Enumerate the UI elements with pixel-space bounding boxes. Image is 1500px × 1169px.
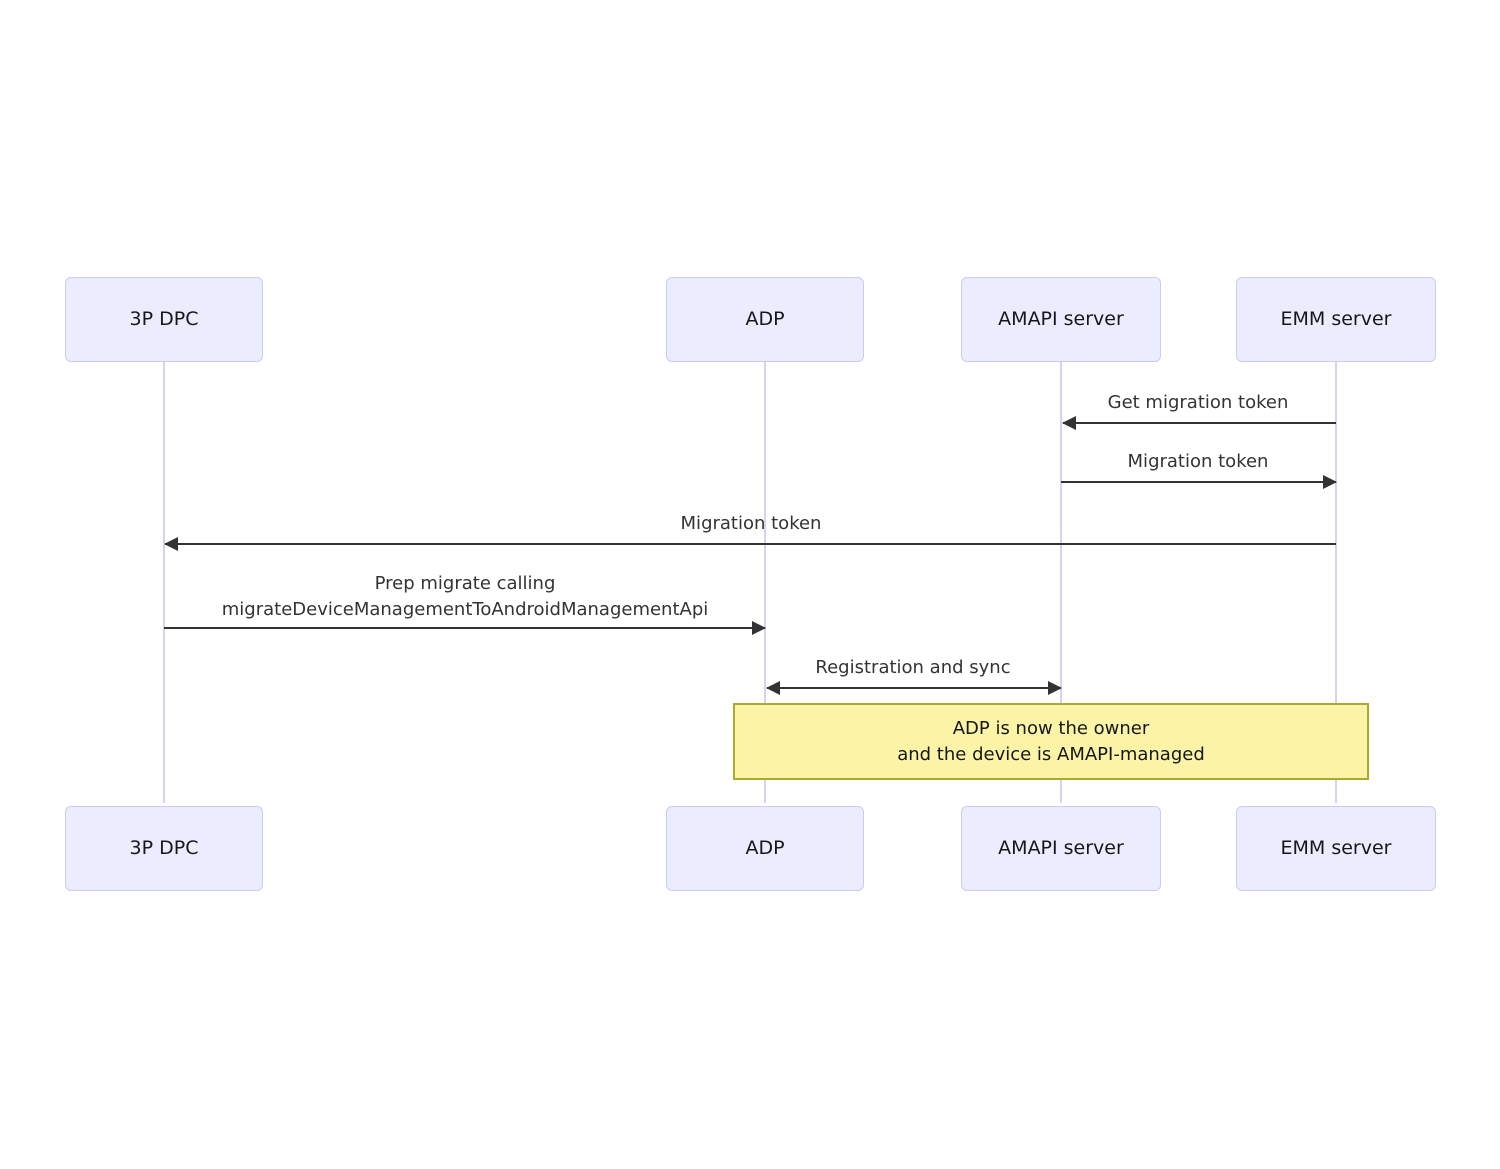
message-label-migration-token-amapi-emm: Migration token (1127, 451, 1269, 472)
participant-label: 3P DPC (129, 308, 199, 331)
participant-bottom-amapi-server[interactable]: AMAPI server (961, 806, 1161, 891)
participant-label: EMM server (1280, 837, 1392, 860)
arrow-head-right (1048, 681, 1062, 695)
participant-top-3p-dpc[interactable]: 3P DPC (65, 277, 263, 362)
participant-label: ADP (745, 837, 785, 860)
arrow-head-right (752, 621, 766, 635)
arrow-head-left (164, 537, 178, 551)
arrow-line (1061, 481, 1336, 483)
participant-top-emm-server[interactable]: EMM server (1236, 277, 1436, 362)
lifeline-3p-dpc (163, 362, 165, 803)
arrow-line (165, 543, 1336, 545)
message-label-registration-and-sync: Registration and sync (815, 657, 1011, 678)
arrow-line (164, 627, 765, 629)
lifeline-emm-server (1335, 362, 1337, 803)
arrow-line (767, 687, 1061, 689)
participant-top-adp[interactable]: ADP (666, 277, 864, 362)
participant-bottom-emm-server[interactable]: EMM server (1236, 806, 1436, 891)
participant-bottom-adp[interactable]: ADP (666, 806, 864, 891)
arrow-head-left (1062, 416, 1076, 430)
participant-label: AMAPI server (998, 837, 1124, 860)
message-label-prep-migrate: Prep migrate calling migrateDeviceManage… (221, 573, 709, 620)
participant-bottom-3p-dpc[interactable]: 3P DPC (65, 806, 263, 891)
participant-label: EMM server (1280, 308, 1392, 331)
lifeline-adp (764, 362, 766, 803)
participant-label: AMAPI server (998, 308, 1124, 331)
arrow-head-right (1323, 475, 1337, 489)
lifeline-amapi-server (1060, 362, 1062, 803)
message-label-get-migration-token: Get migration token (1107, 392, 1289, 413)
participant-label: 3P DPC (129, 837, 199, 860)
note-adp-owner: ADP is now the owner and the device is A… (733, 703, 1369, 780)
arrow-line (1063, 422, 1336, 424)
arrow-head-left (766, 681, 780, 695)
participant-label: ADP (745, 308, 785, 331)
participant-top-amapi-server[interactable]: AMAPI server (961, 277, 1161, 362)
message-label-migration-token-emm-dpc: Migration token (680, 513, 822, 534)
